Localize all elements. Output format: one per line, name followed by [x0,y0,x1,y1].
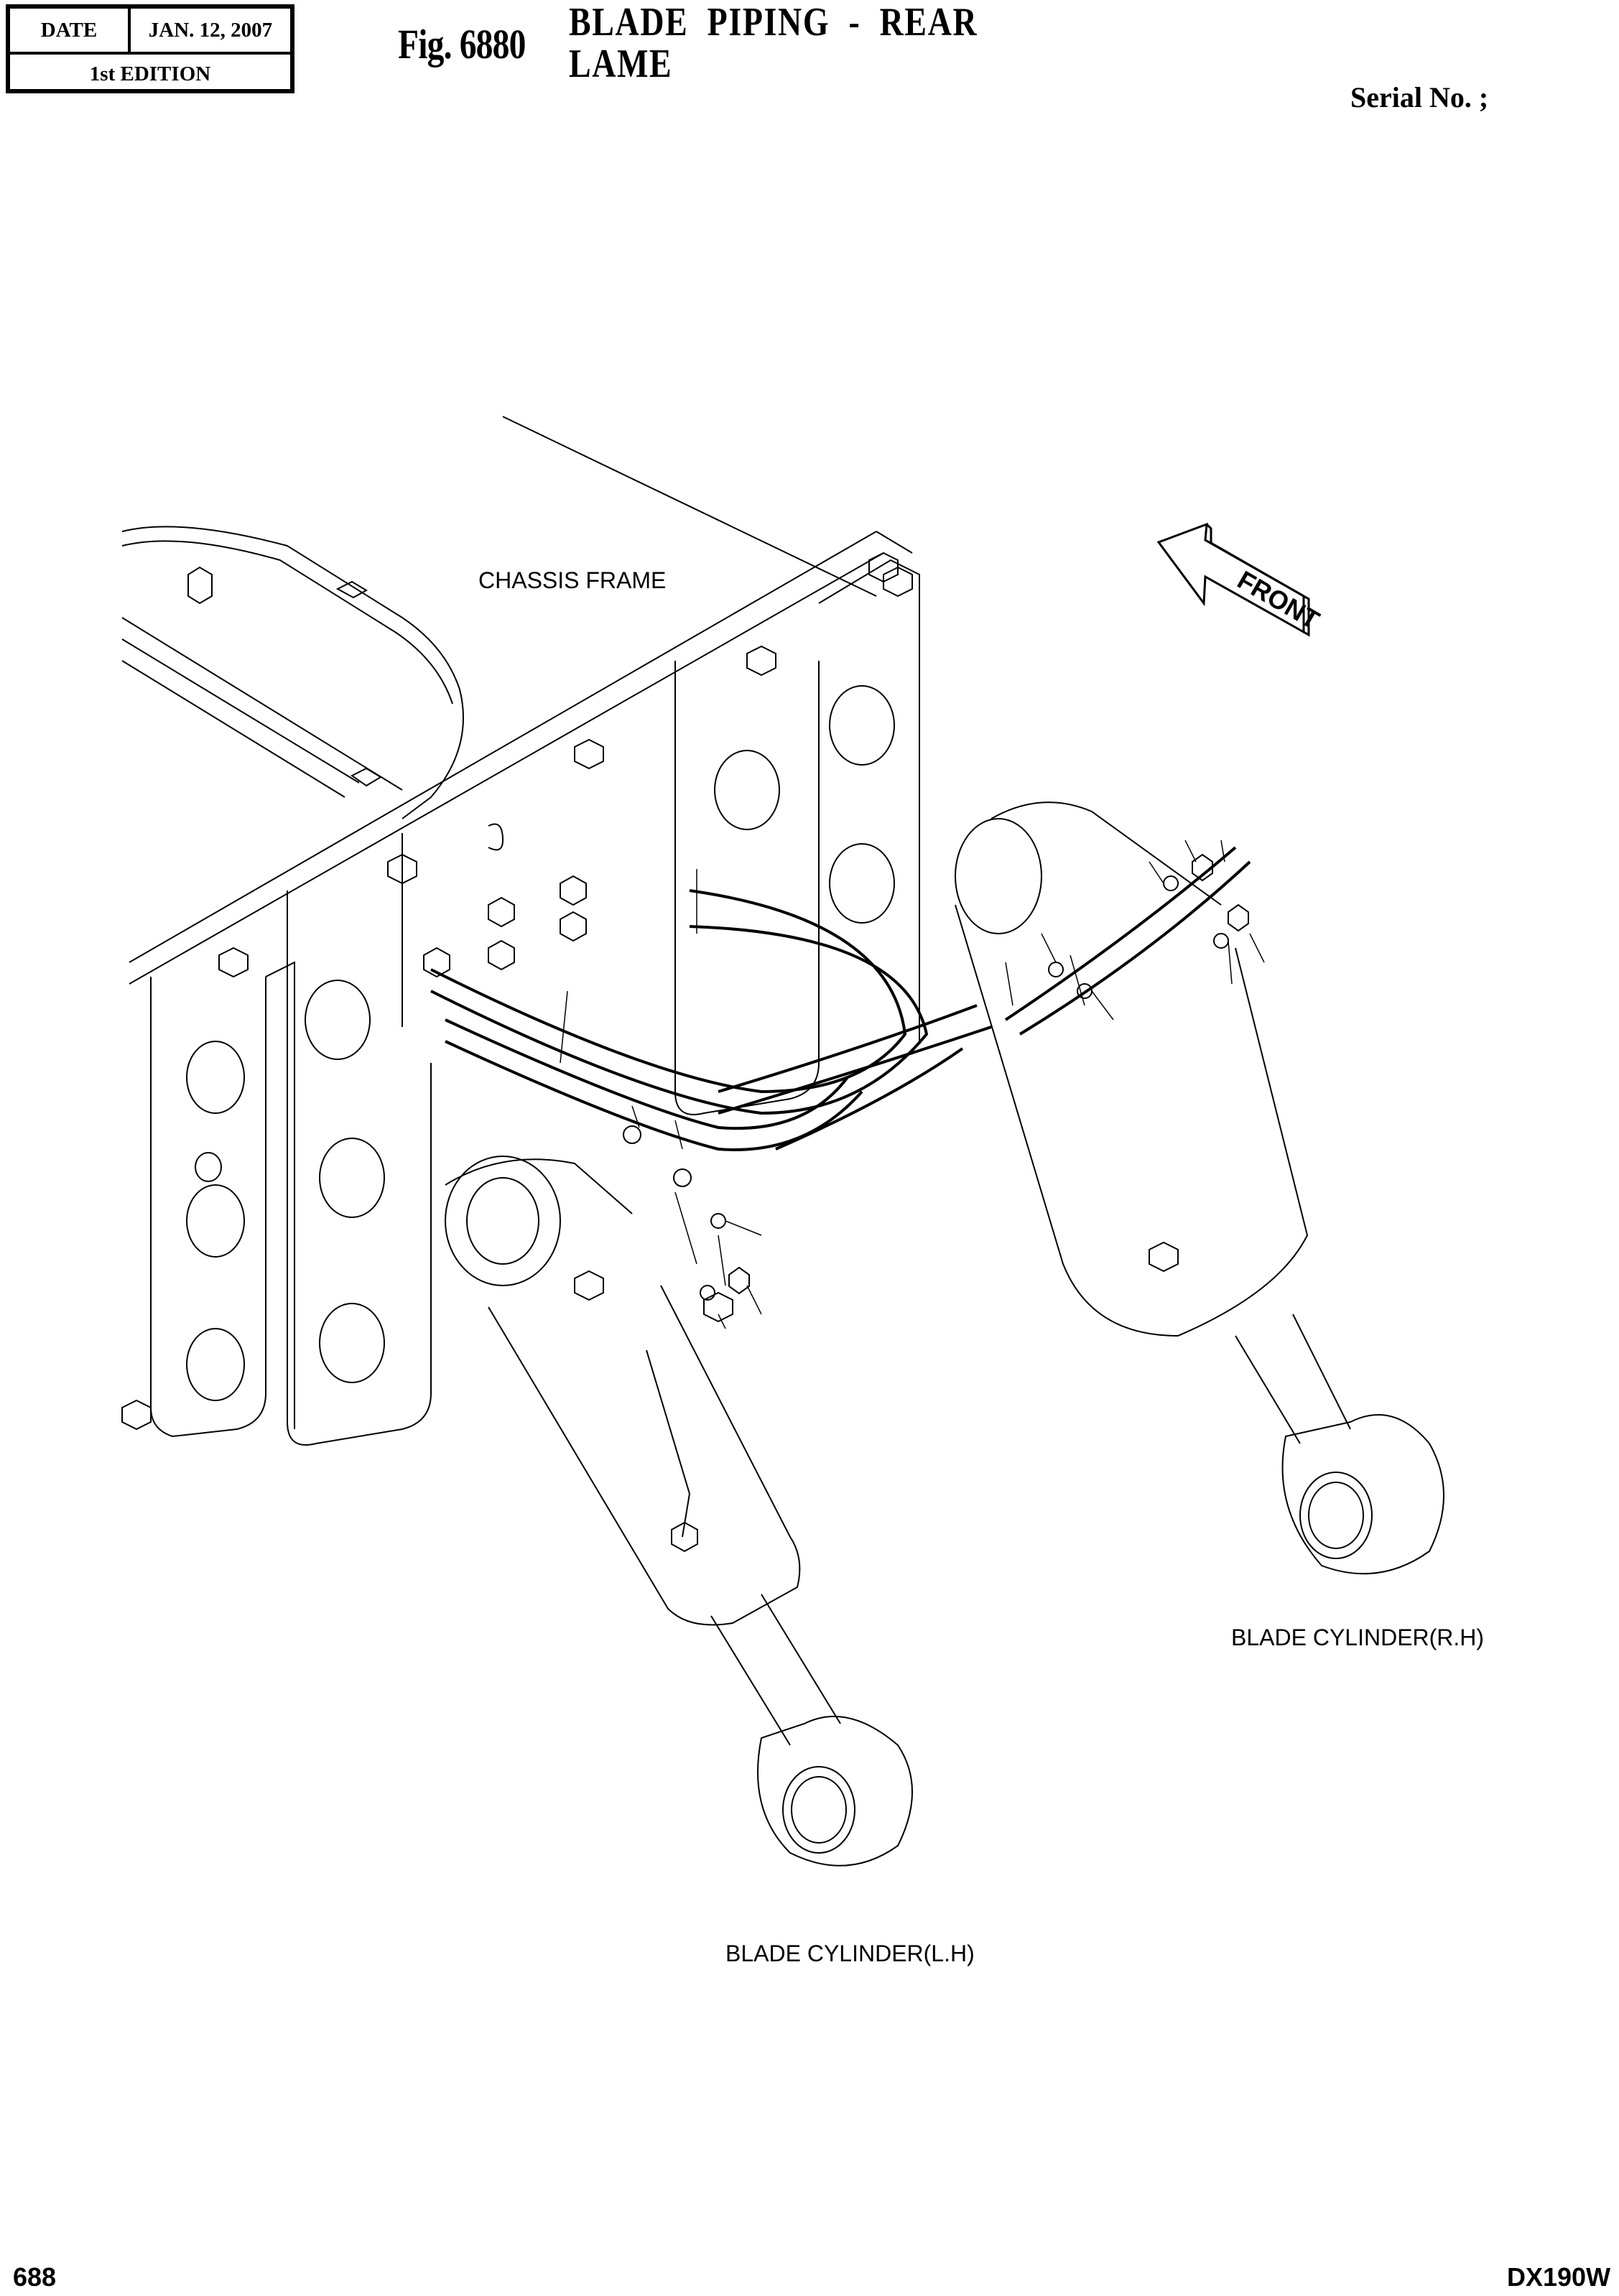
callout-leader-lines [560,840,1265,1329]
frame-side-plates [121,552,920,1446]
blade-cylinder-left [445,1156,913,1867]
figure-title-line2: LAME [569,42,673,86]
blade-cylinder-right [955,801,1444,1575]
front-direction-arrow: FRONT [1156,522,1325,637]
blade-cylinder-rh-label: BLADE CYLINDER(R.H) [1231,1625,1485,1650]
date-label: DATE [10,9,131,52]
figure-title-line1: BLADE PIPING - REAR [569,0,978,45]
serial-number-label: Serial No. ; [1350,81,1489,113]
chassis-frame [121,416,913,985]
date-value: JAN. 12, 2007 [148,18,273,42]
figure-title: BLADE PIPING - REAR LAME [569,1,978,85]
chassis-frame-label: CHASSIS FRAME [478,567,667,593]
date-edition-box: DATE JAN. 12, 2007 1st EDITION [6,4,294,93]
page-number: 688 [13,2262,57,2292]
date-row: DATE JAN. 12, 2007 [10,9,290,55]
hydraulic-hoses [430,846,1251,1151]
figure-number: Fig. 6880 [398,21,526,68]
blade-cylinder-lh-label: BLADE CYLINDER(L.H) [725,1941,975,1966]
edition-label: 1st EDITION [89,62,211,85]
model-name: DX190W [1507,2262,1611,2292]
